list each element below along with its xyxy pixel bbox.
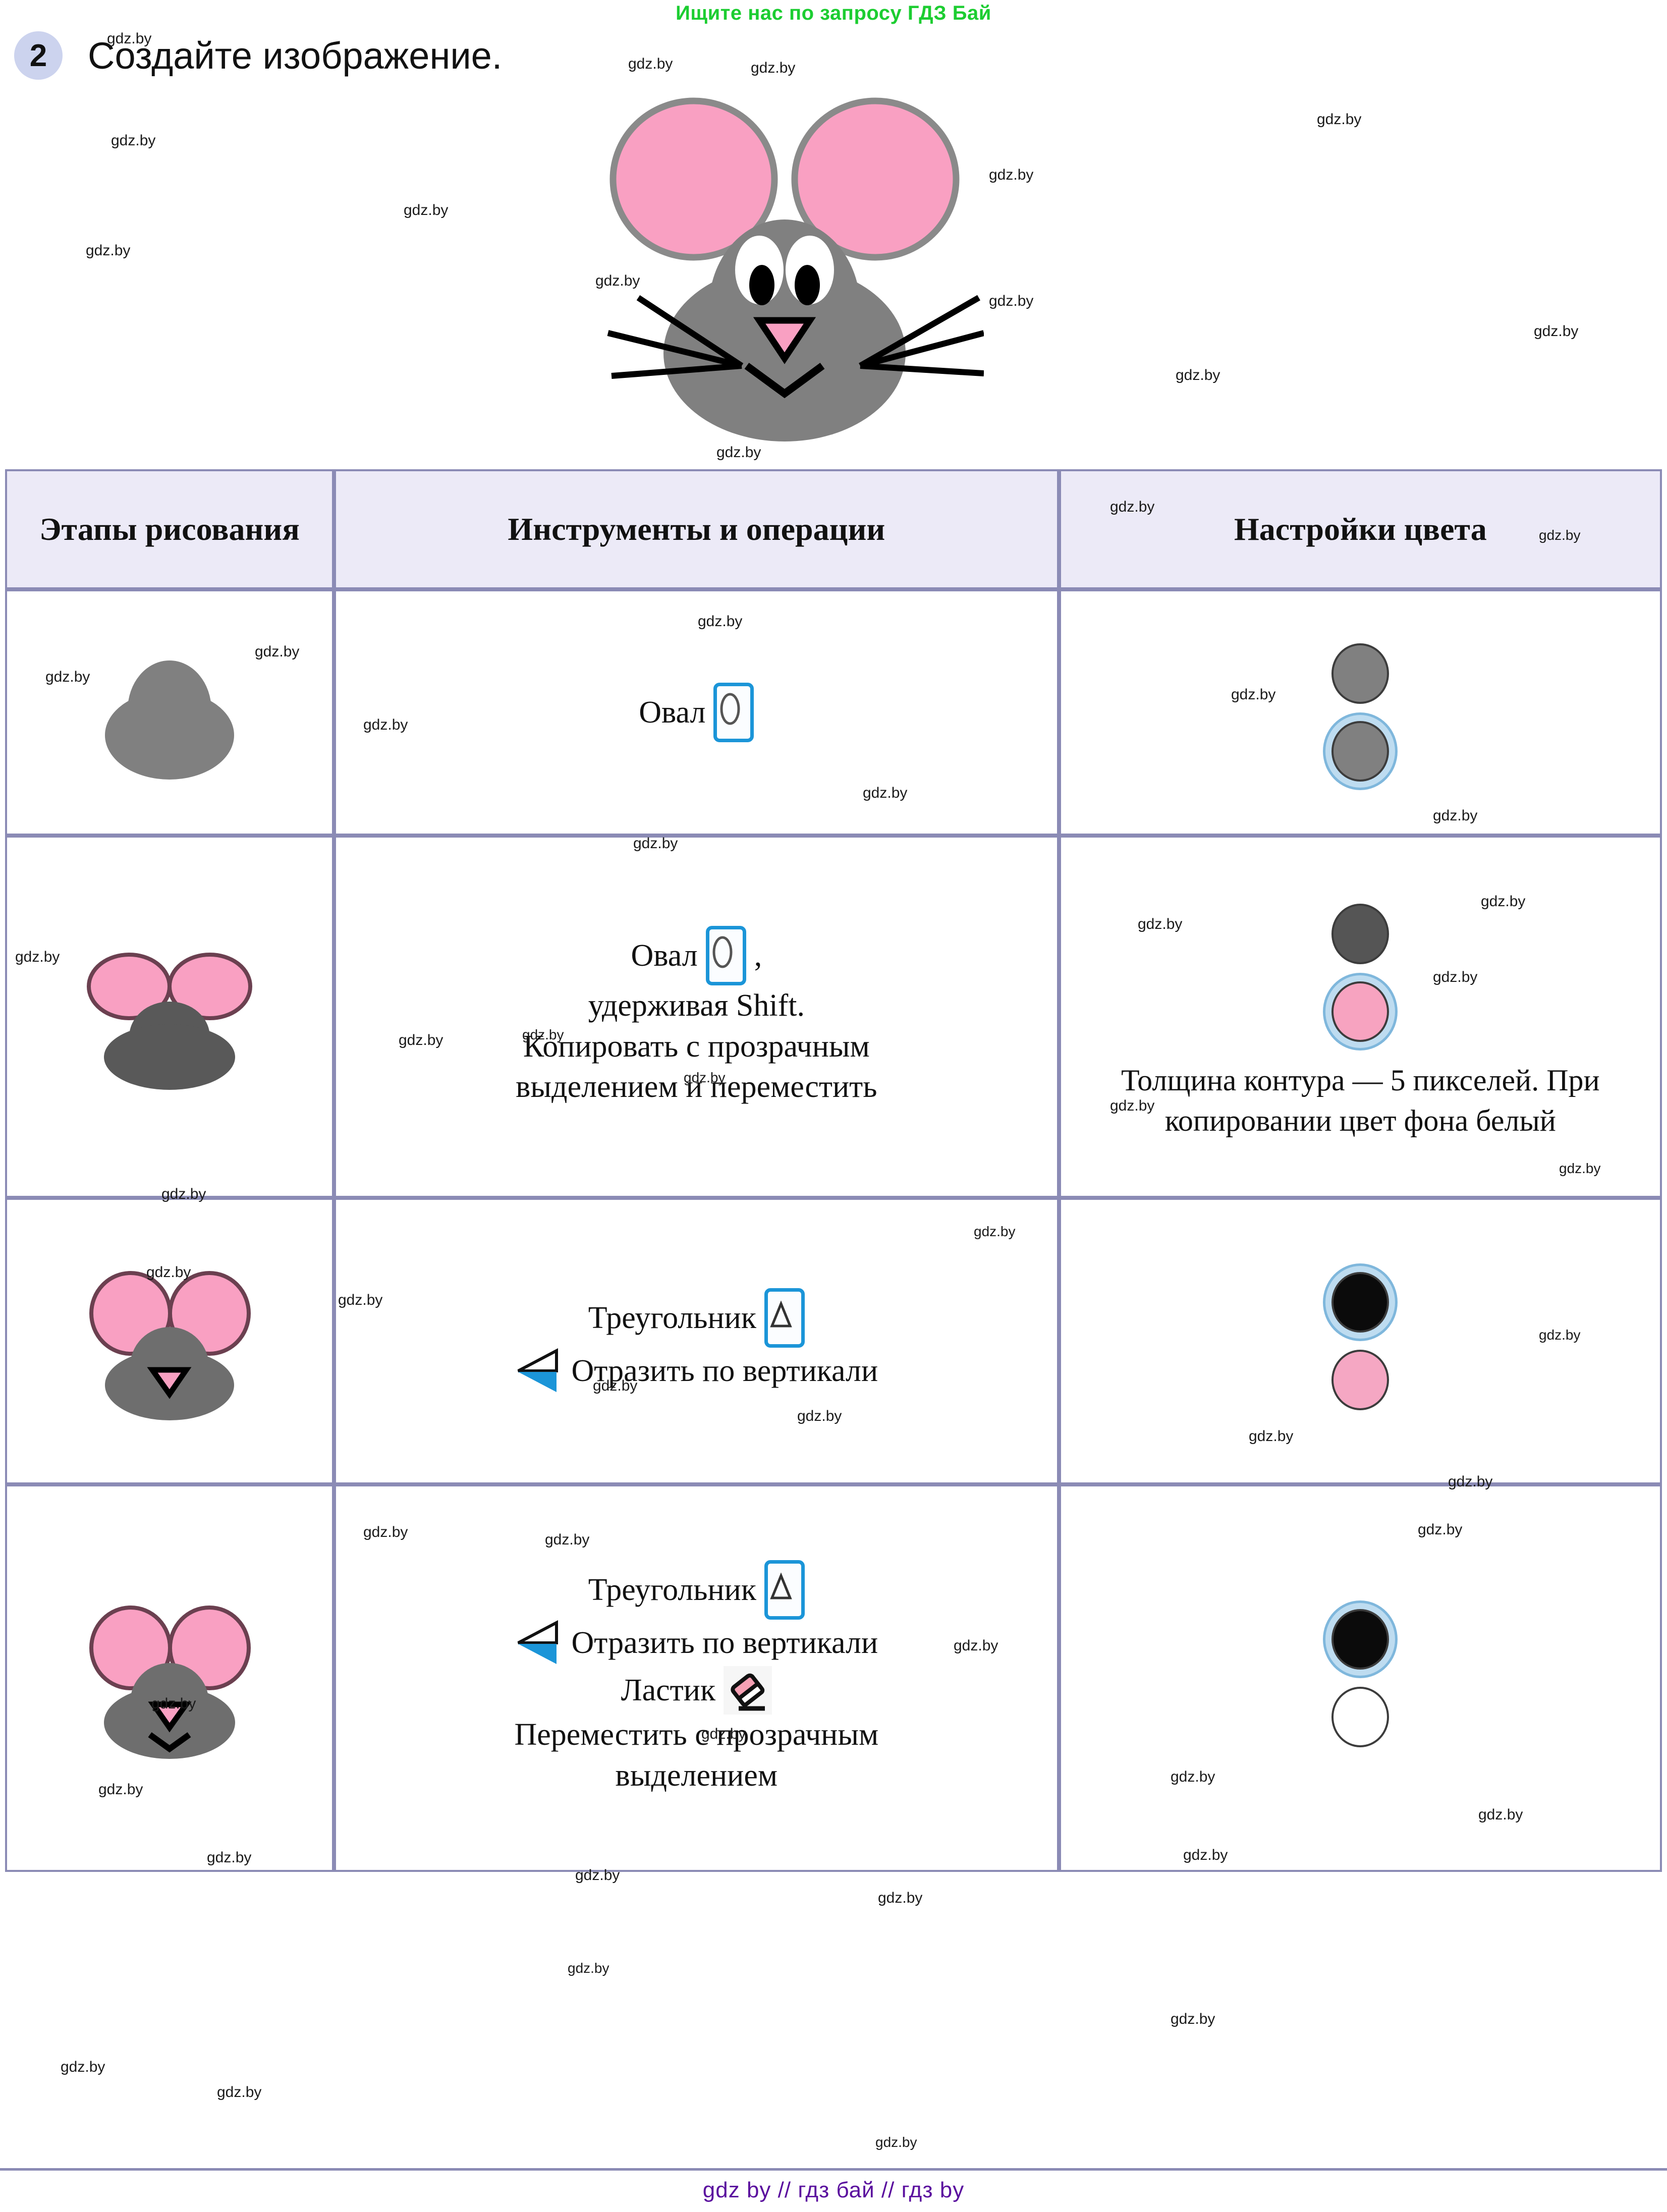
instruction-line: Копировать с прозрачным — [523, 1029, 870, 1064]
tools-cell-3: Треугольник Отразить по вертикали — [336, 1275, 1057, 1407]
color-swatch-selected[interactable] — [1331, 1272, 1390, 1333]
watermark: gdz.by — [404, 202, 449, 218]
table-row: Овал — [5, 589, 1662, 836]
tool-suffix: , — [754, 938, 762, 973]
stage-preview-2 — [7, 838, 332, 1196]
tools-cell-4: Треугольник Отразить по вертикали — [336, 1547, 1057, 1809]
triangle-tool-icon[interactable] — [764, 1560, 805, 1620]
instruction-line: выделением и переместить — [516, 1070, 877, 1104]
tool-entry: Треугольник — [345, 1560, 1048, 1620]
promo-banner: Ищите нас по запросу ГДЗ Бай — [676, 2, 991, 24]
column-header-colors: Настройки цвета — [1234, 511, 1487, 547]
tool-label: Отразить по вертикали — [571, 1626, 878, 1661]
tool-entry: Овал , — [345, 926, 1048, 986]
watermark: gdz.by — [875, 2134, 917, 2150]
watermark: gdz.by — [1317, 111, 1362, 128]
table-header-row: Этапы рисования Инструменты и операции Н… — [5, 469, 1662, 589]
color-swatch-selected[interactable] — [1331, 1609, 1390, 1670]
column-header-tools: Инструменты и операции — [508, 511, 885, 547]
tool-entry: Овал — [345, 683, 1048, 742]
color-swatch-selected[interactable] — [1331, 721, 1390, 782]
tool-label: Треугольник — [588, 1300, 756, 1335]
color-settings-3 — [1061, 1261, 1660, 1421]
mouse-illustration — [580, 71, 985, 469]
tool-entry: Ластик — [345, 1666, 1048, 1715]
watermark: gdz.by — [1176, 367, 1220, 383]
tool-label: Ластик — [621, 1673, 716, 1708]
color-settings-4 — [1061, 1598, 1660, 1758]
tool-label: Отразить по вертикали — [571, 1353, 878, 1388]
tools-cell-2: Овал , удерживая Shift. Копировать с про… — [336, 913, 1057, 1121]
watermark: gdz.by — [86, 242, 131, 259]
stage-preview-3 — [7, 1200, 332, 1482]
color-swatch[interactable] — [1331, 643, 1390, 704]
watermark: gdz.by — [1171, 2011, 1215, 2027]
table-row: Овал , удерживая Shift. Копировать с про… — [5, 836, 1662, 1198]
watermark: gdz.by — [878, 1890, 923, 1906]
task-header: 2 Создайте изображение. — [14, 31, 502, 80]
color-swatch-selected[interactable] — [1331, 981, 1390, 1042]
color-settings-2 — [1061, 893, 1660, 1053]
tools-cell-1: Овал — [336, 670, 1057, 755]
color-swatch[interactable] — [1331, 1687, 1390, 1747]
task-number-badge: 2 — [14, 31, 63, 80]
color-swatch[interactable] — [1331, 903, 1390, 964]
footer-divider — [0, 2168, 1667, 2171]
table-row: Треугольник Отразить по вертикали — [5, 1484, 1662, 1872]
tool-entry: Отразить по вертикали — [345, 1348, 1048, 1394]
footer-branding: gdz by // гдз бай // гдз by — [702, 2178, 965, 2202]
watermark: gdz.by — [111, 132, 156, 149]
page-title: Создайте изображение. — [88, 34, 503, 77]
tool-entry: Треугольник — [345, 1288, 1048, 1348]
stage-preview-1 — [7, 591, 332, 834]
tool-entry: Отразить по вертикали — [345, 1620, 1048, 1666]
column-header-stages: Этапы рисования — [39, 511, 300, 547]
tool-label: Овал — [631, 938, 698, 973]
drawing-steps-table: Этапы рисования Инструменты и операции Н… — [5, 469, 1662, 1872]
instruction-line: выделением — [615, 1758, 778, 1793]
instruction-line: Переместить с прозрачным — [514, 1718, 879, 1752]
flip-vertical-icon[interactable] — [515, 1620, 564, 1666]
table-row: Треугольник Отразить по вертикали — [5, 1198, 1662, 1484]
color-settings-1 — [1061, 632, 1660, 793]
color-note: Толщина контура — 5 пикселей. При копиро… — [1121, 1063, 1600, 1137]
instruction-line: удерживая Shift. — [588, 988, 805, 1023]
tool-label: Овал — [639, 695, 706, 730]
watermark: gdz.by — [568, 1960, 609, 1976]
watermark: gdz.by — [61, 2059, 105, 2075]
watermark: gdz.by — [989, 167, 1034, 183]
triangle-tool-icon[interactable] — [764, 1288, 805, 1348]
watermark: gdz.by — [989, 293, 1034, 309]
stage-preview-4 — [7, 1486, 332, 1870]
eraser-tool-icon[interactable] — [724, 1666, 772, 1715]
oval-tool-icon[interactable] — [705, 926, 746, 986]
tool-label: Треугольник — [588, 1573, 756, 1608]
oval-tool-icon[interactable] — [713, 683, 754, 742]
watermark: gdz.by — [628, 56, 673, 72]
flip-vertical-icon[interactable] — [515, 1348, 564, 1394]
color-swatch[interactable] — [1331, 1350, 1390, 1410]
watermark: gdz.by — [1534, 323, 1579, 340]
watermark: gdz.by — [217, 2084, 262, 2100]
